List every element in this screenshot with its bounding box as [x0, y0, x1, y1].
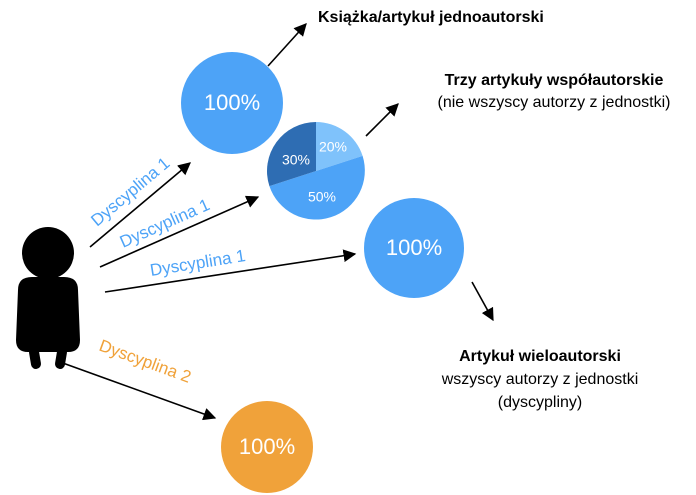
edge-arrow-multi [104, 249, 357, 293]
caption-pie-title: Trzy artykuły współautorskie [445, 72, 664, 89]
caption-book-title: Książka/artykuł jednoautorski [318, 9, 544, 26]
caption-arrow-pie [365, 103, 399, 137]
node-book-value: 100% [204, 90, 260, 115]
pie-slice-20 [316, 122, 363, 171]
caption-pie-subtitle: (nie wszyscy autorzy z jednostki) [438, 94, 671, 111]
caption-arrow-multi [471, 281, 494, 322]
edge-arrow-book [89, 162, 191, 248]
node-multi-value: 100% [386, 235, 442, 260]
caption-multi-line2: wszyscy autorzy z jednostki [441, 371, 639, 388]
edge-label-other: Dyscyplina 2 [97, 336, 194, 387]
node-other: 100% [221, 401, 313, 493]
pie-label-30: 30% [282, 152, 310, 168]
edge-arrow-other [59, 361, 217, 421]
node-book: 100% [181, 52, 283, 154]
node-multi: 100% [364, 198, 464, 298]
caption-arrow-book [267, 23, 307, 67]
pie-label-20: 20% [319, 139, 347, 155]
pie-slice-30 [267, 122, 316, 187]
edge-label-multi: Dyscyplina 1 [149, 246, 247, 280]
pie-label-50: 50% [308, 189, 336, 205]
pie-slice-50 [269, 155, 365, 220]
edge-arrow-pie [99, 195, 260, 268]
caption-multi-line3: (dyscypliny) [498, 394, 582, 411]
node-pie: 20% 50% 30% [267, 122, 365, 220]
caption-multi-title: Artykuł wieloautorski [459, 348, 621, 365]
node-other-value: 100% [239, 434, 295, 459]
person-icon [16, 227, 80, 369]
